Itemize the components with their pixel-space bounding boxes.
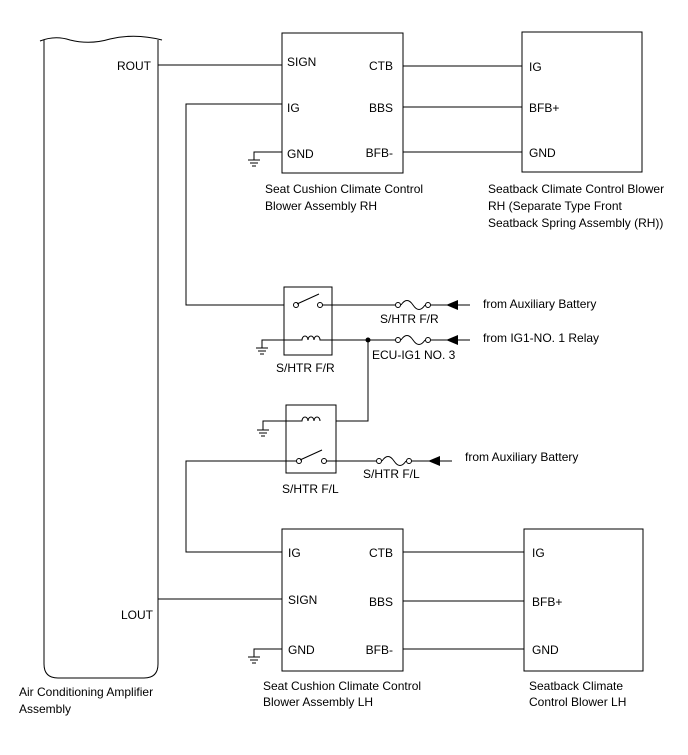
relay-fr-box	[283, 286, 333, 356]
relay-fr-coil	[272, 335, 368, 341]
seatback-rh-name-line1: Seatback Climate Control Blower	[488, 182, 664, 196]
seatback-rh-name-line2: RH (Separate Type Front	[488, 199, 623, 213]
relay-fl-box	[285, 404, 337, 474]
wire-ig-rh-to-relay-fr	[185, 103, 296, 306]
cushion-lh-box	[281, 528, 404, 672]
ground-icon	[248, 648, 282, 664]
cushion-lh-name-line1: Seat Cushion Climate Control	[263, 679, 421, 693]
cushion-lh-pin-bbs: BBS	[369, 595, 393, 609]
seatback-lh-pin-gnd: GND	[532, 643, 559, 657]
relay-fl-switch-contact	[299, 449, 323, 461]
cushion-rh-pin-ctb: CTB	[369, 59, 393, 73]
cushion-rh-pin-gnd: GND	[287, 147, 314, 161]
fuse-ecu-ig1-no3: ECU-IG1 NO. 3 from IG1-NO. 1 Relay	[320, 331, 599, 422]
cushion-rh-box	[281, 32, 404, 174]
seatback-rh-pin-gnd: GND	[529, 146, 556, 160]
ground-icon	[257, 420, 274, 437]
relay-shtr-fl: S/HTR F/L	[185, 404, 339, 553]
source-aux-battery-fl: from Auxiliary Battery	[465, 450, 578, 464]
amplifier-lout-label: LOUT	[121, 608, 154, 622]
seatback-blower-rh: IG BFB+ GND Seatback Climate Control Blo…	[488, 31, 664, 230]
cushion-rh-pin-bfb-minus: BFB-	[366, 146, 393, 160]
amplifier-outline	[43, 40, 159, 679]
fuse-ecu-ig1-label: ECU-IG1 NO. 3	[372, 348, 456, 362]
seatback-lh-pin-bfb-plus: BFB+	[532, 595, 562, 609]
arrow-icon	[428, 456, 440, 466]
amplifier-rout-label: ROUT	[117, 59, 152, 73]
upper-wires	[158, 64, 522, 306]
seatback-rh-pin-bfb-plus: BFB+	[529, 101, 559, 115]
cushion-rh-pin-sign: SIGN	[287, 55, 316, 69]
seatback-rh-pin-ig: IG	[529, 60, 542, 74]
seatback-lh-name-line2: Control Blower LH	[529, 695, 626, 709]
amplifier-name-line1: Air Conditioning Amplifier	[19, 685, 153, 699]
relay-fl-coil	[274, 416, 321, 422]
arrow-icon	[446, 335, 458, 345]
seatback-blower-lh: IG BFB+ GND Seatback Climate Control Blo…	[523, 528, 644, 709]
seatback-lh-pin-ig: IG	[532, 546, 545, 560]
cushion-lh-pin-ctb: CTB	[369, 546, 393, 560]
cushion-lh-pin-gnd: GND	[288, 643, 315, 657]
lower-wires	[158, 551, 524, 664]
amplifier-name-line2: Assembly	[19, 702, 71, 716]
relay-fr-switch-contact	[296, 293, 320, 305]
ground-icon	[248, 151, 282, 167]
seatback-lh-name-line1: Seatback Climate	[529, 679, 623, 693]
air-conditioning-amplifier: ROUT LOUT Air Conditioning Amplifier Ass…	[19, 35, 163, 716]
fuse-shtr-fl: S/HTR F/L from Auxiliary Battery	[326, 450, 578, 481]
seatback-rh-name-line3: Seatback Spring Assembly (RH))	[488, 216, 663, 230]
seatback-rh-box	[521, 31, 643, 173]
source-ig1-relay: from IG1-NO. 1 Relay	[483, 331, 599, 345]
cushion-lh-name-line2: Blower Assembly LH	[263, 695, 373, 709]
seatback-lh-box	[523, 528, 644, 672]
cushion-rh-name-line2: Blower Assembly RH	[265, 199, 377, 213]
wire-relay-fl-to-ig-lh	[185, 460, 297, 553]
cushion-rh-pin-ig: IG	[287, 101, 300, 115]
seat-cushion-blower-lh: IG SIGN GND CTB BBS BFB- Seat Cushion Cl…	[263, 528, 421, 709]
relay-fl-name: S/HTR F/L	[282, 482, 339, 496]
amplifier-top-torn-edge	[39, 35, 163, 43]
seat-cushion-blower-rh: SIGN IG GND CTB BBS BFB- Seat Cushion Cl…	[265, 32, 423, 213]
relay-fr-name: S/HTR F/R	[276, 361, 335, 375]
cushion-lh-pin-bfb-minus: BFB-	[366, 643, 393, 657]
fuse-fr-label: S/HTR F/R	[380, 312, 439, 326]
cushion-lh-pin-ig: IG	[288, 546, 301, 560]
cushion-rh-name-line1: Seat Cushion Climate Control	[265, 182, 423, 196]
relay-shtr-fr: S/HTR F/R	[256, 286, 395, 375]
cushion-rh-pin-bbs: BBS	[369, 101, 393, 115]
source-aux-battery-fr: from Auxiliary Battery	[483, 297, 596, 311]
ground-icon	[256, 339, 272, 355]
arrow-icon	[446, 300, 458, 310]
fuse-fl-label: S/HTR F/L	[363, 467, 420, 481]
cushion-lh-pin-sign: SIGN	[288, 593, 317, 607]
fuse-shtr-fr: S/HTR F/R from Auxiliary Battery	[380, 297, 596, 326]
